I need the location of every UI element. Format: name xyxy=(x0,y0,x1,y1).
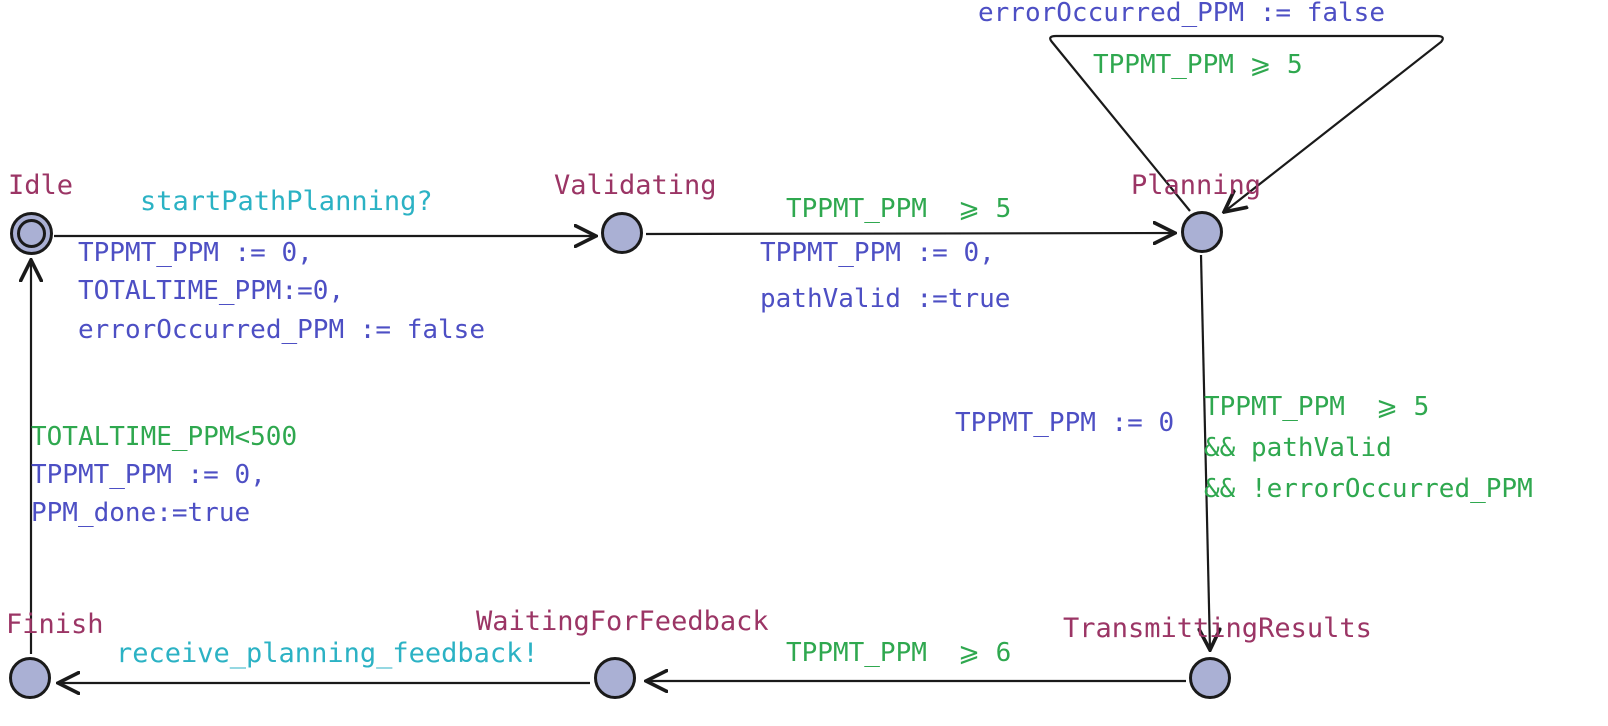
state-node-idle[interactable] xyxy=(10,212,53,255)
transition-label-finish-guard: TOTALTIME_PPM<500 xyxy=(31,422,298,452)
transition-label-finish-assign-2: PPM_done:=true xyxy=(31,498,251,528)
state-label-planning: Planning xyxy=(1131,170,1262,201)
transition-label-transmitting-guard: TPPMT_PPM ⩾ 6 xyxy=(786,638,1012,668)
transition-label-planning-loop-guard: TPPMT_PPM ⩾ 5 xyxy=(1093,50,1303,80)
transition-label-planning-guard-3: && !errorOccurred_PPM xyxy=(1204,474,1533,504)
state-label-idle: Idle xyxy=(8,170,74,201)
state-node-transmittingresults[interactable] xyxy=(1189,657,1231,699)
transition-label-planning-guard-2: && pathValid xyxy=(1204,433,1392,463)
edge-planning-to-transmitting xyxy=(1201,254,1210,650)
state-node-finish[interactable] xyxy=(9,657,51,699)
transition-label-idle-assign-2: TOTALTIME_PPM:=0, xyxy=(78,276,345,306)
transition-label-validating-assign-1: TPPMT_PPM := 0, xyxy=(760,238,995,268)
state-node-planning[interactable] xyxy=(1181,211,1223,253)
edge-planning-self-loop xyxy=(1049,34,1444,212)
state-label-validating: Validating xyxy=(554,170,717,201)
transition-label-validating-guard: TPPMT_PPM ⩾ 5 xyxy=(786,194,1012,224)
state-label-waitingforfeedback: WaitingForFeedback xyxy=(476,606,769,637)
transition-label-idle-assign-1: TPPMT_PPM := 0, xyxy=(78,238,313,268)
transition-label-planning-guard-1: TPPMT_PPM ⩾ 5 xyxy=(1204,392,1430,422)
initial-state-inner-ring xyxy=(17,219,46,248)
transition-label-receive-planning-feedback-sync: receive_planning_feedback! xyxy=(116,638,539,669)
transition-label-validating-assign-2: pathValid :=true xyxy=(760,284,1011,314)
transition-label-planning-assign: TPPMT_PPM := 0 xyxy=(955,408,1175,438)
state-node-waitingforfeedback[interactable] xyxy=(594,657,636,699)
state-label-finish: Finish xyxy=(6,609,104,640)
edge-validating-to-planning xyxy=(645,233,1175,234)
transition-label-planning-loop-assign: errorOccurred_PPM := false xyxy=(978,0,1385,28)
state-label-transmittingresults: TransmittingResults xyxy=(1063,613,1372,644)
transition-label-finish-assign-1: TPPMT_PPM := 0, xyxy=(31,460,266,490)
state-node-validating[interactable] xyxy=(601,212,643,254)
transition-label-start-path-planning-sync: startPathPlanning? xyxy=(140,186,433,217)
transition-label-idle-assign-3: errorOccurred_PPM := false xyxy=(78,315,485,345)
